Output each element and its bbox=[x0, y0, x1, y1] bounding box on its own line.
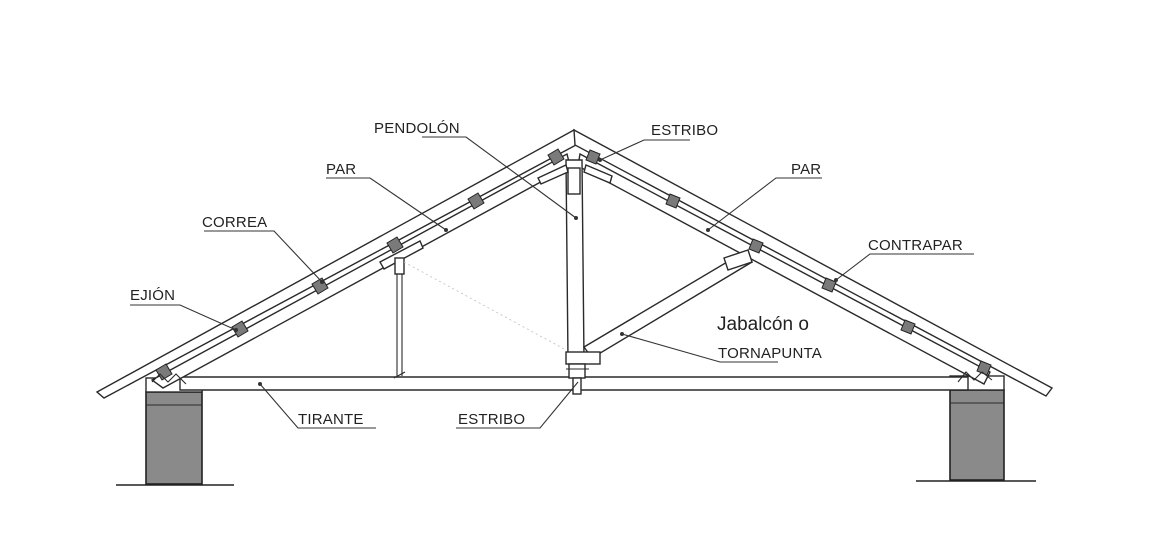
leader-tornapunta bbox=[621, 333, 778, 363]
right-eave-detail bbox=[957, 371, 993, 383]
label-pendolon: PENDOLÓN bbox=[374, 120, 460, 137]
left-wall-block bbox=[145, 391, 203, 485]
left-hanger-cleat bbox=[379, 240, 424, 270]
right-wall-block bbox=[949, 389, 1005, 481]
label-estribo-bottom: ESTRIBO bbox=[458, 411, 525, 428]
label-jabalcon: Jabalcón o bbox=[717, 314, 809, 335]
leader-dot bbox=[598, 158, 602, 162]
left-hanger-top bbox=[394, 257, 405, 275]
leader-correa bbox=[204, 230, 323, 283]
leader-dot bbox=[620, 332, 624, 336]
purlin-icon bbox=[748, 238, 764, 254]
leader-pendolon bbox=[422, 136, 577, 219]
leader-dot bbox=[320, 280, 324, 284]
left-eave-detail bbox=[151, 373, 187, 385]
label-par-left: PAR bbox=[326, 161, 356, 178]
label-estribo-top: ESTRIBO bbox=[651, 122, 718, 139]
purlin-icon bbox=[665, 193, 681, 209]
leader-par-left bbox=[326, 177, 447, 231]
label-tornapunta: TORNAPUNTA bbox=[718, 345, 822, 362]
purlin-icon bbox=[821, 277, 837, 293]
leader-tirante bbox=[259, 383, 376, 429]
purlin-icon bbox=[976, 360, 992, 376]
label-ejion: EJIÓN bbox=[130, 287, 175, 304]
leader-estribo-bottom bbox=[456, 381, 579, 429]
bottom-stirrup-bolt bbox=[572, 377, 582, 395]
left-hanger-hook bbox=[393, 371, 406, 379]
left-inner-rafter bbox=[150, 152, 571, 389]
top-stirrup-right-cleat bbox=[583, 164, 613, 184]
purlins bbox=[155, 148, 992, 381]
purlin-icon bbox=[547, 148, 565, 166]
right-rafter bbox=[573, 128, 1054, 397]
leader-contrapar bbox=[835, 253, 974, 281]
left-hanger bbox=[379, 240, 424, 379]
purlin-icon bbox=[900, 319, 916, 335]
leader-par-right bbox=[707, 177, 822, 231]
leader-dot bbox=[834, 278, 838, 282]
top-stirrup bbox=[537, 164, 613, 185]
label-par-right: PAR bbox=[791, 161, 821, 178]
king-post-strap bbox=[567, 167, 581, 195]
strut-cleat bbox=[723, 249, 753, 271]
leader-dot bbox=[234, 328, 238, 332]
leader-dot bbox=[706, 228, 710, 232]
purlin-icon bbox=[585, 149, 601, 165]
label-tirante: TIRANTE bbox=[298, 411, 364, 428]
leader-ejion bbox=[130, 304, 237, 331]
purlin-icon bbox=[231, 320, 249, 338]
leader-dot bbox=[444, 228, 448, 232]
bottom-stirrup-body bbox=[568, 363, 586, 379]
leader-estribo-top bbox=[599, 139, 690, 161]
bottom-stirrup-plate bbox=[565, 351, 601, 365]
faint-construction-line bbox=[403, 261, 567, 351]
leader-lines bbox=[130, 136, 974, 429]
purlin-icon bbox=[386, 236, 404, 254]
bottom-stirrup bbox=[565, 351, 601, 395]
purlin-icon bbox=[467, 192, 485, 210]
left-wall bbox=[145, 377, 203, 485]
label-correa: CORREA bbox=[202, 214, 267, 231]
leader-dot bbox=[258, 382, 262, 386]
top-stirrup-left-cleat bbox=[537, 164, 569, 185]
right-wall bbox=[949, 375, 1005, 481]
leader-dot bbox=[574, 216, 578, 220]
purlin-icon bbox=[155, 363, 173, 381]
label-contrapar: CONTRAPAR bbox=[868, 237, 963, 254]
